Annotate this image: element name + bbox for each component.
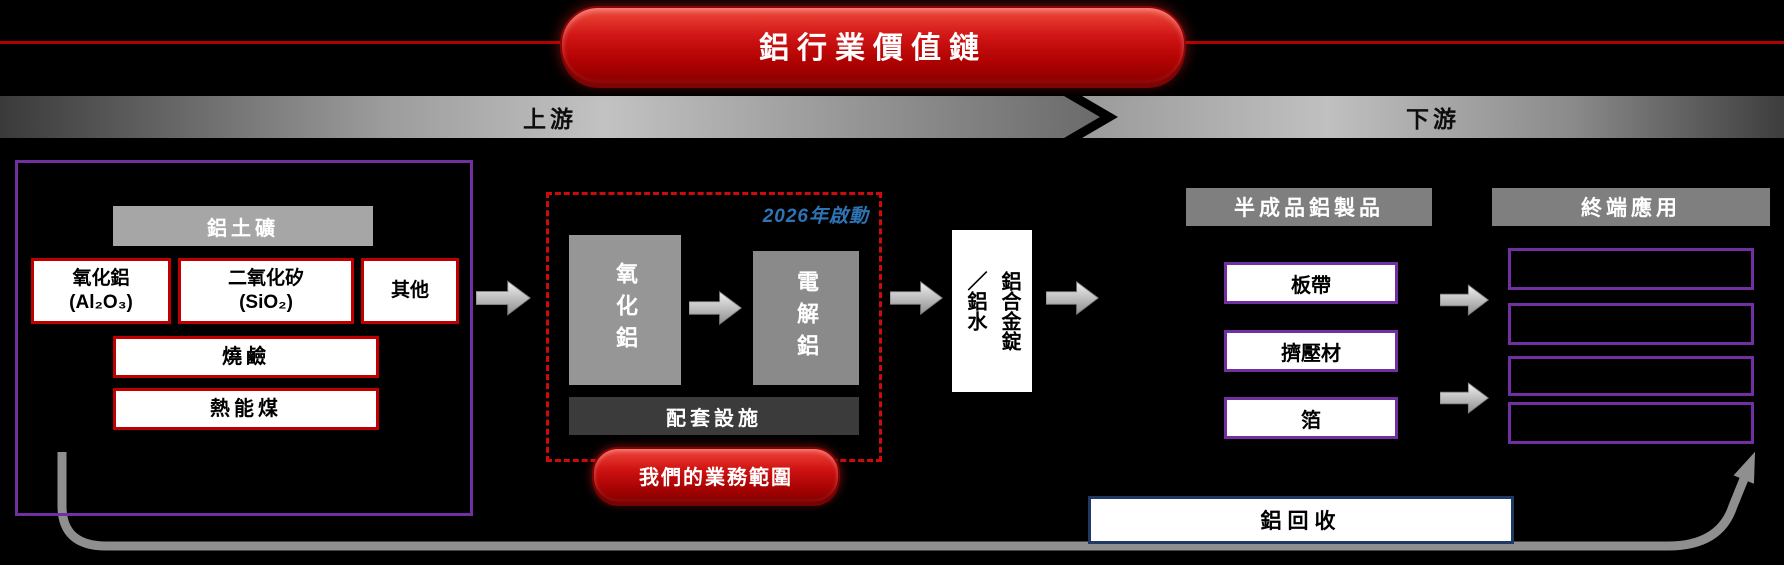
page-title-label: 鋁行業價值鏈 (759, 32, 987, 65)
alloy-ingot-col2: ／鋁水 (964, 271, 986, 331)
end-use-header-label: 終端應用 (1581, 197, 1681, 220)
business-scope-label: 我們的業務範圍 (639, 466, 793, 489)
silica-formula: (SiO₂) (239, 292, 293, 313)
recycle-label: 鋁回收 (1260, 510, 1342, 533)
electrolysis-box: 電解鋁 (753, 251, 859, 385)
flow-arrow-2 (689, 290, 742, 326)
banner-upstream: 上游 (0, 96, 1100, 138)
end-use-header: 終端應用 (1492, 188, 1770, 226)
banner-upstream-label: 上游 (523, 106, 577, 132)
thermal-coal-label: 熱能煤 (210, 397, 282, 420)
end-use-slot-1 (1508, 248, 1754, 290)
bauxite-box: 鋁土礦 (113, 206, 373, 246)
electrolysis-label: 電解鋁 (794, 270, 819, 366)
bauxite-label: 鋁土礦 (207, 217, 279, 240)
alloy-ingot-text: 鋁合金錠 ／鋁水 (958, 271, 1026, 351)
product-extrusion: 擠壓材 (1224, 330, 1398, 372)
alloy-ingot-col1: 鋁合金錠 (998, 271, 1020, 351)
product-plate-strip: 板帶 (1224, 262, 1398, 304)
flow-arrow-1 (476, 280, 531, 316)
caustic-soda-label: 燒鹼 (222, 345, 270, 368)
alumina-formula: (Al₂O₃) (69, 292, 133, 313)
product-extrusion-label: 擠壓材 (1281, 342, 1341, 365)
end-use-slot-3 (1508, 356, 1754, 396)
facilities-bar: 配套設施 (569, 397, 859, 435)
launch-note: 2026年啟動 (762, 206, 869, 227)
semi-finished-header-label: 半成品鋁製品 (1234, 197, 1384, 220)
silica-box: 二氧化矽 (SiO₂) (178, 258, 354, 324)
caustic-soda-box: 燒鹼 (113, 336, 379, 378)
alumina-raw-label: 氧化鋁 (72, 268, 130, 290)
flow-arrow-4 (1046, 280, 1099, 316)
smelter-group: 2026年啟動 氧化鋁 電解鋁 配套設施 我們的業務範圍 (546, 192, 882, 503)
thermal-coal-box: 熱能煤 (113, 388, 379, 430)
product-plate-strip-label: 板帶 (1291, 274, 1331, 297)
silica-label: 二氧化矽 (227, 268, 304, 290)
banner-downstream-label: 下游 (1406, 106, 1460, 132)
facilities-label: 配套設施 (666, 407, 762, 430)
others-box: 其他 (361, 258, 459, 324)
alumina-smelt-label: 氧化鋁 (613, 262, 638, 358)
flow-arrow-5 (1440, 284, 1490, 316)
alumina-smelt-box: 氧化鋁 (569, 235, 681, 385)
end-use-slot-2 (1508, 303, 1754, 345)
flow-arrow-3 (890, 280, 943, 316)
recycle-box: 鋁回收 (1088, 496, 1514, 544)
banner-downstream: 下游 (1082, 96, 1784, 138)
page-title: 鋁行業價值鏈 (560, 6, 1186, 84)
flow-arrow-6 (1440, 382, 1490, 414)
semi-finished-header: 半成品鋁製品 (1186, 188, 1432, 226)
upstream-group: 鋁土礦 氧化鋁 (Al₂O₃) 二氧化矽 (SiO₂) 其他 燒鹼 熱能煤 (15, 160, 473, 516)
others-label: 其他 (390, 280, 429, 302)
end-use-slot-4 (1508, 402, 1754, 444)
business-scope-pill: 我們的業務範圍 (592, 447, 840, 503)
product-foil: 箔 (1224, 397, 1398, 439)
alloy-ingot-box: 鋁合金錠 ／鋁水 (952, 230, 1032, 392)
product-foil-label: 箔 (1301, 409, 1321, 432)
alumina-raw-box: 氧化鋁 (Al₂O₃) (31, 258, 171, 324)
